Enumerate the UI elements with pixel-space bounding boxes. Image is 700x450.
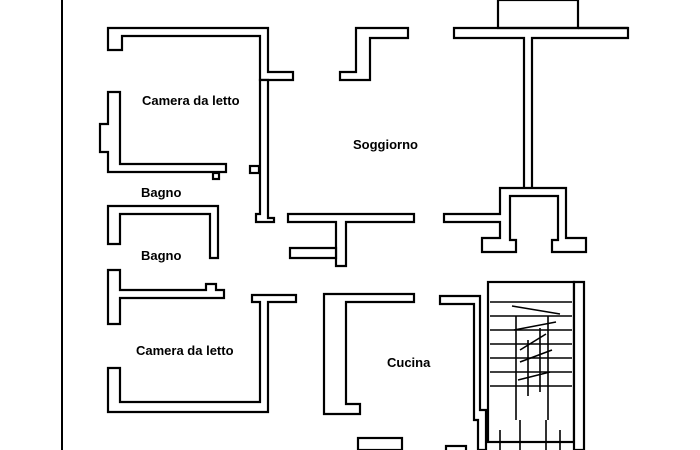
stair-treads — [490, 301, 572, 450]
wall-bedroom-bottom — [106, 293, 298, 414]
wall-stairs-right — [572, 280, 586, 450]
room-label-living-room: Soggiorno — [353, 137, 418, 152]
wall-kitchen-bottom — [356, 436, 404, 450]
wall-stub-right — [248, 164, 261, 175]
room-label-bedroom-2: Camera da letto — [136, 343, 234, 358]
wall-top-right — [452, 26, 630, 192]
wall-kitchen-right — [438, 294, 488, 450]
wall-central-t — [286, 212, 416, 268]
wall-central-small — [288, 246, 338, 260]
room-label-bathroom-2: Bagno — [141, 248, 182, 263]
stairwell — [486, 280, 576, 444]
wall-kitchen-bottom-right — [444, 444, 468, 450]
wall-bathroom-1 — [106, 204, 220, 260]
room-label-kitchen: Cucina — [387, 355, 431, 370]
room-label-bedroom-1: Camera da letto — [142, 93, 240, 108]
wall-bedroom-top — [106, 26, 295, 82]
wall-living-step — [338, 26, 410, 82]
wall-bathroom-2 — [106, 268, 226, 326]
room-label-bathroom-1: Bagno — [141, 185, 182, 200]
wall-top-right-block — [496, 0, 580, 30]
wall-bedroom-left — [98, 90, 228, 174]
wall-stub-mid — [211, 171, 221, 181]
wall-bedroom-right — [254, 78, 276, 224]
wall-kitchen — [322, 292, 416, 416]
wall-right-block — [442, 186, 588, 254]
